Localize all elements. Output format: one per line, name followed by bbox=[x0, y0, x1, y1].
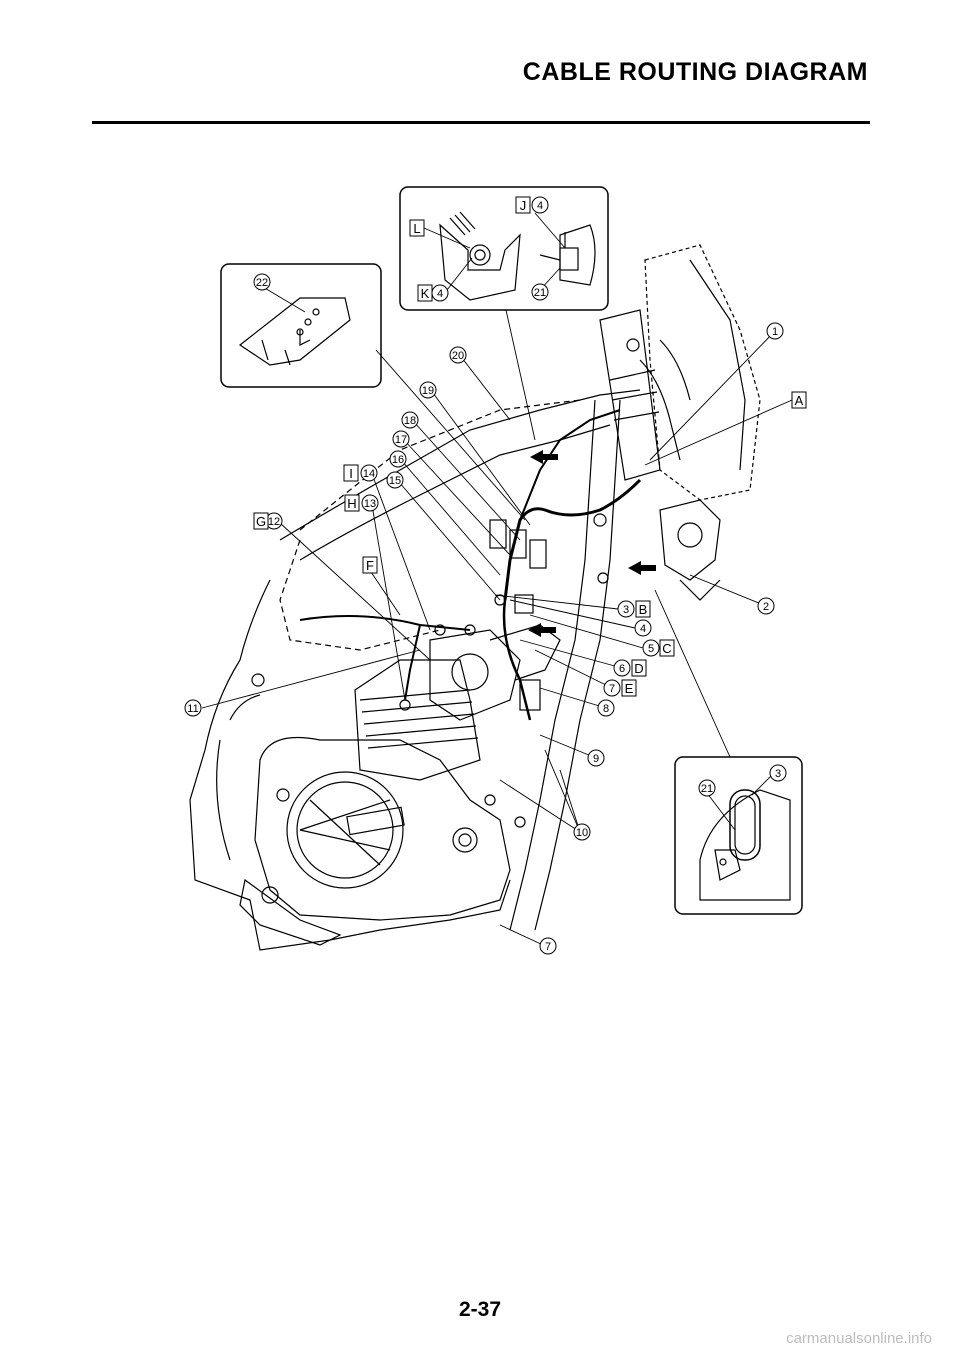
numbered-callouts: 1 2 3 4 5 6 7 7 8 9 10 11 12 13 14 15 16… bbox=[184, 196, 787, 955]
svg-text:A: A bbox=[795, 393, 804, 408]
callout-letter-J: J bbox=[515, 196, 531, 214]
svg-text:3: 3 bbox=[775, 768, 781, 780]
callout-8: 8 bbox=[597, 699, 615, 717]
direction-arrows bbox=[528, 450, 656, 637]
svg-text:4: 4 bbox=[437, 288, 443, 300]
svg-text:J: J bbox=[520, 198, 527, 213]
svg-text:14: 14 bbox=[363, 468, 375, 480]
svg-text:8: 8 bbox=[603, 703, 609, 715]
svg-text:H: H bbox=[347, 496, 356, 511]
arrow-lower bbox=[528, 623, 556, 637]
callout-22: 22 bbox=[253, 273, 271, 291]
svg-text:21: 21 bbox=[534, 287, 546, 299]
callout-16: 16 bbox=[389, 450, 407, 468]
callout-3-inset: 3 bbox=[769, 764, 787, 782]
callout-letter-I: I bbox=[343, 464, 359, 482]
callout-3: 3 bbox=[617, 600, 635, 618]
callout-letter-D: D bbox=[631, 659, 647, 677]
callout-letter-L: L bbox=[409, 219, 425, 237]
svg-text:7: 7 bbox=[609, 683, 615, 695]
svg-text:5: 5 bbox=[648, 643, 654, 655]
callout-1: 1 bbox=[766, 322, 784, 340]
svg-text:2: 2 bbox=[763, 601, 769, 613]
callout-18: 18 bbox=[401, 411, 419, 429]
svg-text:3: 3 bbox=[623, 604, 629, 616]
svg-text:20: 20 bbox=[452, 350, 464, 362]
inset-box-top-left bbox=[220, 263, 382, 388]
svg-text:E: E bbox=[625, 681, 634, 696]
frame-and-engine-drawing bbox=[189, 244, 761, 951]
inset-bracket-drawing bbox=[238, 297, 351, 366]
callout-letter-G: G bbox=[253, 512, 269, 530]
svg-text:1: 1 bbox=[772, 326, 778, 338]
svg-text:C: C bbox=[662, 641, 671, 656]
svg-text:D: D bbox=[634, 661, 643, 676]
callout-10: 10 bbox=[573, 823, 591, 841]
svg-text:4: 4 bbox=[537, 200, 543, 212]
svg-text:16: 16 bbox=[392, 454, 404, 466]
callout-4: 4 bbox=[634, 619, 652, 637]
callout-4-inset-k: 4 bbox=[431, 284, 449, 302]
callout-20: 20 bbox=[449, 346, 467, 364]
arrow-upper bbox=[530, 450, 558, 464]
callout-14: 14 bbox=[360, 464, 378, 482]
svg-text:7: 7 bbox=[545, 941, 551, 953]
callout-letter-B: B bbox=[635, 600, 651, 618]
callout-letter-H: H bbox=[344, 494, 360, 512]
svg-text:4: 4 bbox=[640, 623, 646, 635]
callout-letter-K: K bbox=[417, 284, 433, 302]
svg-text:22: 22 bbox=[256, 277, 268, 289]
svg-text:K: K bbox=[421, 286, 430, 301]
callout-13: 13 bbox=[361, 494, 379, 512]
callout-7-lower: 7 bbox=[539, 937, 557, 955]
callout-2: 2 bbox=[757, 597, 775, 615]
svg-text:21: 21 bbox=[701, 783, 713, 795]
svg-text:I: I bbox=[349, 466, 353, 481]
inset-box-bottom-right bbox=[674, 756, 803, 915]
leader-lines bbox=[201, 212, 793, 946]
page-title: CABLE ROUTING DIAGRAM bbox=[522, 58, 868, 86]
callout-17: 17 bbox=[392, 430, 410, 448]
callout-21-bottom: 21 bbox=[698, 779, 716, 797]
arrow-middle bbox=[628, 561, 656, 575]
watermark: carmanualsonline.info bbox=[786, 1330, 932, 1347]
svg-text:6: 6 bbox=[619, 663, 625, 675]
svg-text:B: B bbox=[639, 602, 648, 617]
inset-box-top-center bbox=[399, 186, 609, 311]
svg-text:19: 19 bbox=[422, 385, 434, 397]
svg-text:17: 17 bbox=[395, 434, 407, 446]
svg-text:15: 15 bbox=[389, 475, 401, 487]
page-number: 2-37 bbox=[458, 1298, 502, 1321]
callout-letter-C: C bbox=[659, 639, 675, 657]
svg-text:F: F bbox=[366, 558, 374, 573]
callout-6: 6 bbox=[613, 659, 631, 677]
callout-4-inset-j: 4 bbox=[531, 196, 549, 214]
svg-text:12: 12 bbox=[268, 516, 280, 528]
callout-15: 15 bbox=[386, 471, 404, 489]
svg-text:G: G bbox=[256, 514, 266, 529]
callout-5: 5 bbox=[642, 639, 660, 657]
callout-21-top: 21 bbox=[531, 283, 549, 301]
svg-text:11: 11 bbox=[187, 703, 198, 715]
callout-letter-F: F bbox=[362, 556, 378, 574]
svg-text:18: 18 bbox=[404, 415, 416, 427]
header-rule bbox=[92, 121, 870, 124]
svg-text:9: 9 bbox=[593, 753, 599, 765]
svg-text:13: 13 bbox=[364, 498, 376, 510]
svg-text:L: L bbox=[413, 221, 420, 236]
callout-letter-E: E bbox=[621, 679, 637, 697]
letter-callouts: A B C D E F G H I J K L bbox=[253, 196, 807, 697]
callout-11: 11 bbox=[184, 699, 202, 717]
callout-12: 12 bbox=[265, 512, 283, 530]
inset-grommet-drawing bbox=[699, 789, 791, 901]
callout-9: 9 bbox=[587, 749, 605, 767]
inset-clamp-drawing bbox=[439, 211, 596, 301]
callout-19: 19 bbox=[419, 381, 437, 399]
callout-letter-A: A bbox=[791, 391, 807, 409]
callout-7: 7 bbox=[603, 679, 621, 697]
svg-text:10: 10 bbox=[576, 827, 588, 839]
